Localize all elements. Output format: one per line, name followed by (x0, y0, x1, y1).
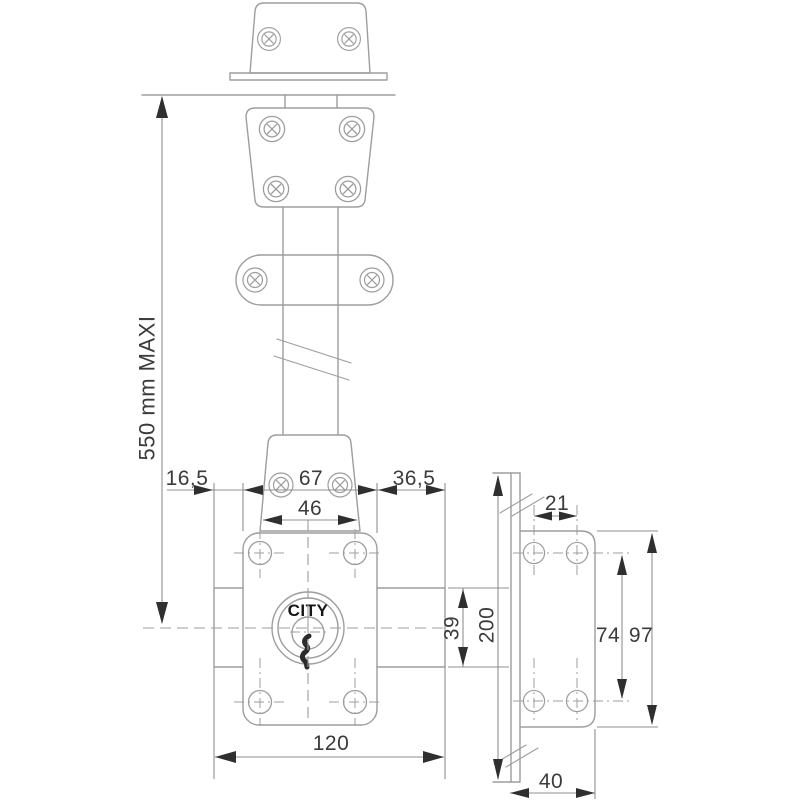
top-keeper-box (229, 2, 388, 81)
dim-550-maxi: 550 mm MAXI (135, 96, 168, 624)
dim-120-label: 120 (313, 732, 350, 755)
dim-chain-width: 16,5 67 36,5 (166, 467, 446, 588)
side-edge-strip (492, 472, 545, 783)
right-bolt-block (376, 587, 446, 668)
dim-97-label: 97 (629, 624, 653, 647)
dim-67-label: 67 (299, 467, 323, 490)
front-view: CITY 550 mm MAXI 16,5 67 (135, 2, 509, 779)
dim-120: 120 (213, 667, 446, 779)
screw-icon (338, 115, 366, 143)
strip-break-symbol (499, 493, 533, 514)
upper-guide-bracket (245, 107, 375, 208)
keeper-flange-plate (229, 72, 388, 81)
dim-74-label: 74 (596, 624, 620, 647)
dim-200-label: 200 (476, 607, 499, 644)
dim-40-label: 40 (539, 770, 563, 793)
rod-break-symbol (273, 338, 352, 381)
dim-21-label: 21 (545, 492, 569, 515)
screw-icon (242, 267, 268, 293)
screw-icon (258, 115, 286, 143)
dim-200: 200 (476, 475, 503, 780)
screw-icon (268, 472, 294, 498)
dim-39-label: 39 (441, 616, 464, 640)
screw-icon (262, 175, 290, 203)
dim-97: 97 (597, 530, 658, 728)
dim-36-5-label: 36,5 (393, 467, 436, 490)
dim-39: 39 (441, 587, 509, 668)
oval-rod-guide (235, 254, 394, 306)
dim-16-5-label: 16,5 (166, 467, 209, 490)
dim-550-label: 550 mm MAXI (135, 316, 160, 461)
dim-74: 74 (596, 555, 627, 699)
side-fixing-plate (513, 505, 631, 728)
dim-46-label: 46 (298, 497, 322, 520)
screw-icon (359, 267, 385, 293)
hole-axes (513, 505, 631, 720)
screw-icon (327, 472, 353, 498)
rod-upper-stub (284, 94, 338, 109)
dim-40: 40 (510, 729, 596, 799)
screw-icon (257, 27, 281, 51)
side-view: 21 200 74 97 (476, 472, 658, 799)
hole-axes (234, 529, 381, 726)
dim-46: 46 (263, 497, 357, 525)
lock-case: CITY (143, 520, 446, 726)
screw-icon (334, 175, 362, 203)
screw-icon (337, 27, 361, 51)
dim-21: 21 (534, 492, 577, 521)
lower-rod-bracket (259, 434, 361, 532)
vertical-rod (282, 206, 339, 436)
keyhole-icon (299, 633, 312, 670)
